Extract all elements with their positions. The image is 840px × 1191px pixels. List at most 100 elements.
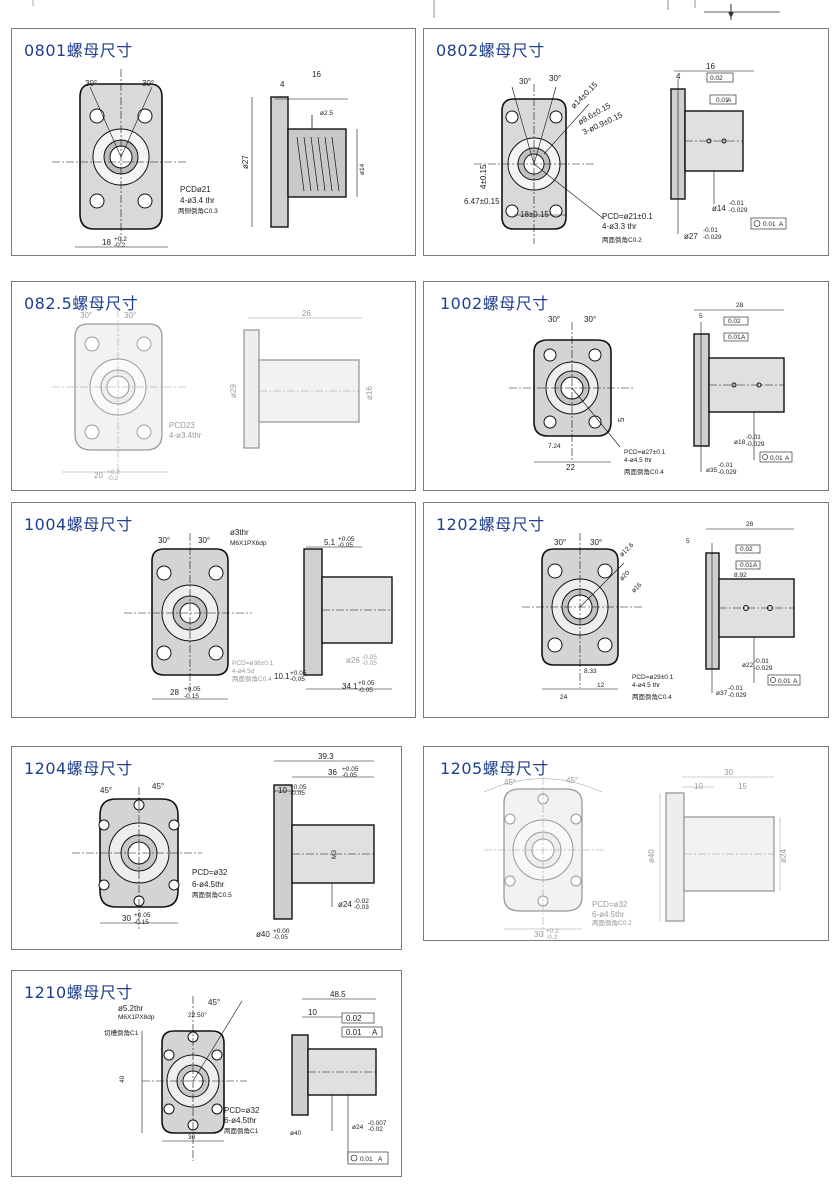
side-body-tol-upper: -0.01 <box>746 434 761 441</box>
side-view <box>659 776 781 922</box>
datum-label: A <box>753 562 758 569</box>
width-tol-upper: +0.05 <box>184 686 201 693</box>
drawing-082-5: 30° 30° PCD23 4-ø3.4thr 20 +0.2 -0.2 26 … <box>52 309 374 482</box>
front-view <box>72 787 202 929</box>
side-body-tol-upper: -0.01 <box>729 200 744 207</box>
side-outer-tol-lower: -0.029 <box>718 469 737 476</box>
angle-left-label: 45° <box>504 778 516 787</box>
side-body-dia-label: ø24 <box>352 1124 364 1131</box>
angle-left-label: 45° <box>100 786 112 795</box>
side-body-dia-label: ø14 <box>712 204 726 213</box>
side-top-label: 5.1 <box>324 538 336 547</box>
side-flange-tol-lower: -0.05 <box>290 676 305 683</box>
side-length-label: 28 <box>736 302 744 309</box>
pcd-label: PCD=ø21±0.1 <box>602 212 653 221</box>
datum-label-2: A <box>378 1156 383 1163</box>
side-outer-tol-upper: -0.01 <box>728 685 743 692</box>
front-view <box>124 533 252 700</box>
concentricity-label: 0.01 <box>770 455 783 462</box>
panel-title: 082.5螺母尺寸 <box>24 294 139 313</box>
side-length-label: 30 <box>724 768 733 777</box>
parallelism-label: 0.02 <box>346 1014 362 1023</box>
holes-label: 6-ø4.5thr <box>224 1116 257 1125</box>
side-body-dia-label: ø14 <box>359 163 366 175</box>
chamfer-label: 两侧倒角C0.3 <box>178 206 218 215</box>
side-outer-tol-upper: +0.00 <box>273 928 290 935</box>
runout-label: 0.01 <box>346 1028 362 1037</box>
side-outer-dia-label: ø27 <box>684 232 698 241</box>
panel-0801: 0801螺母尺寸 30° 30° PCDø21 4-ø3.4 thr 两侧倒角C… <box>11 28 416 256</box>
side-view <box>303 546 393 690</box>
holes-label: 4-ø3.4thr <box>169 431 202 440</box>
pcd-label: PCD=ø29±0.1 <box>632 674 674 681</box>
side-view <box>251 96 358 228</box>
d3-label: ø16 <box>630 581 643 594</box>
width-label: 24 <box>560 694 568 701</box>
panel-title: 1205螺母尺寸 <box>440 759 549 778</box>
side-flange-tol-upper: +0.05 <box>290 784 307 791</box>
width-label: 22 <box>566 463 575 472</box>
angle-a-label: 22.50° <box>188 1011 207 1019</box>
d2-label: ø20 <box>618 569 631 582</box>
side-outer-tol-lower: -0.05 <box>273 934 288 941</box>
tap-label: M6X1PX6dp <box>230 540 267 547</box>
angle-right-label: 45° <box>152 782 164 791</box>
side-length-tol-upper: +0.05 <box>358 680 375 687</box>
h-label: 4±0.15 <box>479 164 488 189</box>
runout-label: 0.01 <box>740 562 753 569</box>
side-body-dia-label: ø26 <box>346 656 360 665</box>
angle-left-label: 30° <box>80 311 92 320</box>
width-tol-upper: +0.05 <box>134 912 151 919</box>
angle-right-label: 45° <box>566 776 578 785</box>
angle-right-label: 30° <box>198 536 210 545</box>
tap-label: M6X1PX8dp <box>118 1014 155 1021</box>
angle-left-label: 30° <box>158 536 170 545</box>
chamfer-label: 两面倒角C0.4 <box>232 674 272 683</box>
pcd-label: PCD=ø36±0.1 <box>232 660 274 667</box>
side-body-tol-upper: -0.01 <box>754 658 769 665</box>
side-thread-label: M3 <box>331 850 338 859</box>
datum-label: A <box>372 1028 378 1037</box>
angle-left-label: 30° <box>85 79 97 88</box>
panel-1205: 1205螺母尺寸 45° 45° PCD=ø32 6-ø4.5thr 两面倒角C… <box>423 746 829 941</box>
width-tol-lower: -0.15 <box>134 919 149 926</box>
drawing-1202: 30° 30° ø12.6 ø20 ø16 8.33 12 24 PCD=ø29… <box>522 521 801 701</box>
drawing-1210: ø5.2thr M6X1PX8dp 22.50° 45° 切槽倒角C1 40 3… <box>104 990 389 1165</box>
width-label: 30 <box>534 930 543 939</box>
panel-082-5: 082.5螺母尺寸 30° 30° PCD23 4-ø3.4thr 20 +0.… <box>11 281 416 491</box>
side-body-tol-lower: -0.03 <box>354 904 369 911</box>
side-length-label: 39.3 <box>318 752 334 761</box>
chamfer-label: 两面倒角C0.4 <box>624 467 664 476</box>
datum-label: A <box>741 334 746 341</box>
chamfer-label: 两面倒角C0.4 <box>632 692 672 701</box>
side-body-dia-label: ø16 <box>365 386 374 400</box>
datum-label-2: A <box>793 678 798 685</box>
side-flange-label: 5 <box>699 313 703 320</box>
side-body-tol-lower: -0.02 <box>368 1126 383 1133</box>
parallelism-label: 0.02 <box>710 75 723 82</box>
panel-title: 0801螺母尺寸 <box>24 41 133 60</box>
drawing-1205: 45° 45° PCD=ø32 6-ø4.5thr 两面倒角C0.2 30 +0… <box>483 768 788 940</box>
front-view <box>474 84 605 244</box>
height-label: 40 <box>119 1075 126 1083</box>
side-length-tol-lower: -0.05 <box>358 687 373 694</box>
holes-label: 4-ø3.4 thr <box>180 196 215 205</box>
chamfer-label: 两面倒角C1 <box>224 1126 259 1135</box>
panel-1210: 1210螺母尺寸 ø5.2thr M6X1PX8dp 22.50° 45° 切槽… <box>11 970 402 1177</box>
holes-label: 4-ø4.5 thr <box>632 682 661 689</box>
side-length-label: 26 <box>302 309 311 318</box>
pcd-label: PCD=ø32 <box>224 1106 260 1115</box>
side-body-tol-lower: -0.05 <box>362 660 377 667</box>
a-label: 8.33 <box>584 668 597 675</box>
a-label: 5 <box>617 417 626 422</box>
side-length-label: 28 <box>746 521 754 528</box>
width-label: 28 <box>170 688 179 697</box>
pcd-label: PCD=ø32 <box>192 868 228 877</box>
side-flange-label: 4 <box>676 72 681 81</box>
side-flange-label: 10.1 <box>274 672 290 681</box>
parallelism-label: 0.02 <box>740 546 753 553</box>
side-inner-tol-upper: +0.05 <box>342 766 359 773</box>
pcd-label: PCD=ø32 <box>592 900 628 909</box>
holes-label: 4-ø3.3 thr <box>602 222 637 231</box>
side-flange-tol-upper: +0.05 <box>290 670 307 677</box>
